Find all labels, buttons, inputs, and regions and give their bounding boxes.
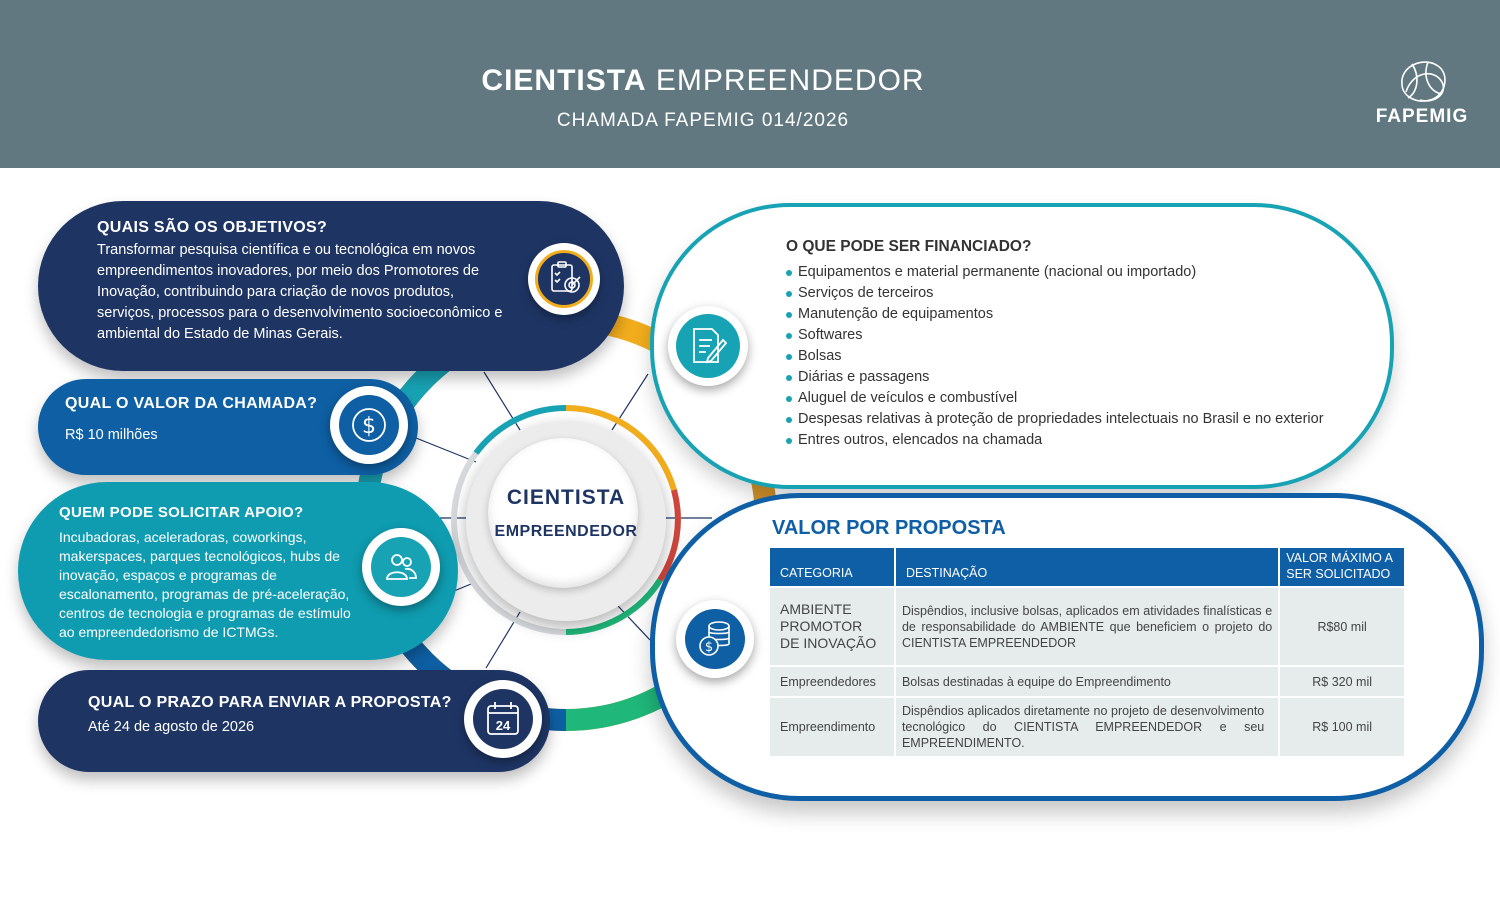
financiado-icon-disc [668, 306, 748, 386]
table-row: Empreendedores Bolsas destinadas à equip… [770, 667, 1404, 696]
svg-text:$: $ [362, 414, 376, 439]
document-edit-icon [693, 328, 728, 364]
list-item: Equipamentos e material permanente (naci… [786, 262, 1324, 283]
list-item: Aluguel de veículos e combustível [786, 388, 1324, 409]
objetivos-title: QUAIS SÃO OS OBJETIVOS? [97, 219, 328, 236]
cell-valor: R$ 100 mil [1280, 698, 1404, 756]
quem-title: QUEM PODE SOLICITAR APOIO? [59, 504, 304, 521]
proposta-table: CATEGORIA DESTINAÇÃO VALOR MÁXIMO A SER … [768, 546, 1406, 758]
list-item: Serviços de terceiros [786, 283, 1324, 304]
prazo-icon-disc: 24 [464, 680, 542, 758]
proposta-icon-disc: $ [676, 600, 754, 678]
list-item: Manutenção de equipamentos [786, 304, 1324, 325]
list-item: Entres outros, elencados na chamada [786, 430, 1324, 451]
prazo-text: Até 24 de agosto de 2026 [88, 719, 255, 735]
financiado-panel [650, 203, 1394, 489]
list-item: Softwares [786, 325, 1324, 346]
list-item: Diárias e passagens [786, 367, 1324, 388]
valor-icon-disc: $ [330, 386, 408, 464]
cell-valor: R$ 320 mil [1280, 667, 1404, 696]
proposta-title: VALOR POR PROPOSTA [772, 517, 1006, 539]
prazo-title: QUAL O PRAZO PARA ENVIAR A PROPOSTA? [88, 694, 452, 711]
page-title: CIENTISTA EMPREENDEDOR [0, 64, 1406, 98]
title-rest: EMPREENDEDOR [646, 64, 925, 97]
objetivos-text: Transformar pesquisa científica e ou tec… [97, 242, 503, 342]
cell-categoria: Empreendimento [770, 698, 894, 756]
dollar-icon: $ [352, 408, 386, 442]
cell-destinacao: Dispêndios aplicados diretamente no proj… [895, 698, 1279, 756]
table-header-row: CATEGORIA DESTINAÇÃO VALOR MÁXIMO A SER … [770, 548, 1404, 586]
fapemig-logo [1401, 61, 1446, 102]
cell-valor: R$80 mil [1280, 588, 1404, 665]
header-destinacao: DESTINAÇÃO [895, 548, 1279, 586]
calendar-icon [487, 702, 519, 735]
page-subtitle: CHAMADA FAPEMIG 014/2026 [556, 110, 850, 131]
table-row: Empreendimento Dispêndios aplicados dire… [770, 698, 1404, 756]
quem-icon-disc [362, 528, 440, 606]
center-title-line2: EMPREENDEDOR [494, 523, 638, 540]
center-hub-inner [488, 438, 638, 588]
title-bold: CIENTISTA [481, 64, 647, 97]
svg-text:$: $ [705, 640, 713, 655]
objetivos-panel: QUAIS SÃO OS OBJETIVOS? Transformar pesq… [38, 201, 624, 371]
financiado-title: O QUE PODE SER FINANCIADO? [786, 238, 1032, 255]
header-banner [0, 0, 1500, 168]
calendar-day: 24 [495, 718, 511, 733]
people-icon [386, 554, 417, 580]
table-row: AMBIENTE PROMOTOR DE INOVAÇÃO Dispêndios… [770, 588, 1404, 665]
objetivos-icon-disc [528, 243, 600, 315]
list-item: Despesas relativas à proteção de proprie… [786, 409, 1324, 430]
cell-categoria: AMBIENTE PROMOTOR DE INOVAÇÃO [770, 588, 894, 665]
valor-title: QUAL O VALOR DA CHAMADA? [65, 395, 318, 412]
checklist-target-icon [551, 261, 581, 293]
cell-destinacao: Bolsas destinadas à equipe do Empreendim… [895, 667, 1279, 696]
center-title-line1: CIENTISTA [506, 486, 626, 509]
coins-icon: $ [699, 621, 730, 656]
cell-categoria: Empreendedores [770, 667, 894, 696]
header-valor: VALOR MÁXIMO A SER SOLICITADO [1280, 548, 1404, 586]
cell-destinacao: Dispêndios, inclusive bolsas, aplicados … [895, 588, 1279, 665]
quem-text: Incubadoras, aceleradoras, coworkings, m… [59, 529, 351, 640]
financiado-list: Equipamentos e material permanente (naci… [786, 262, 1324, 451]
list-item: Bolsas [786, 346, 1324, 367]
header-categoria: CATEGORIA [770, 548, 894, 586]
valor-text: R$ 10 milhões [65, 427, 158, 443]
logo-text: FAPEMIG [1375, 106, 1469, 127]
